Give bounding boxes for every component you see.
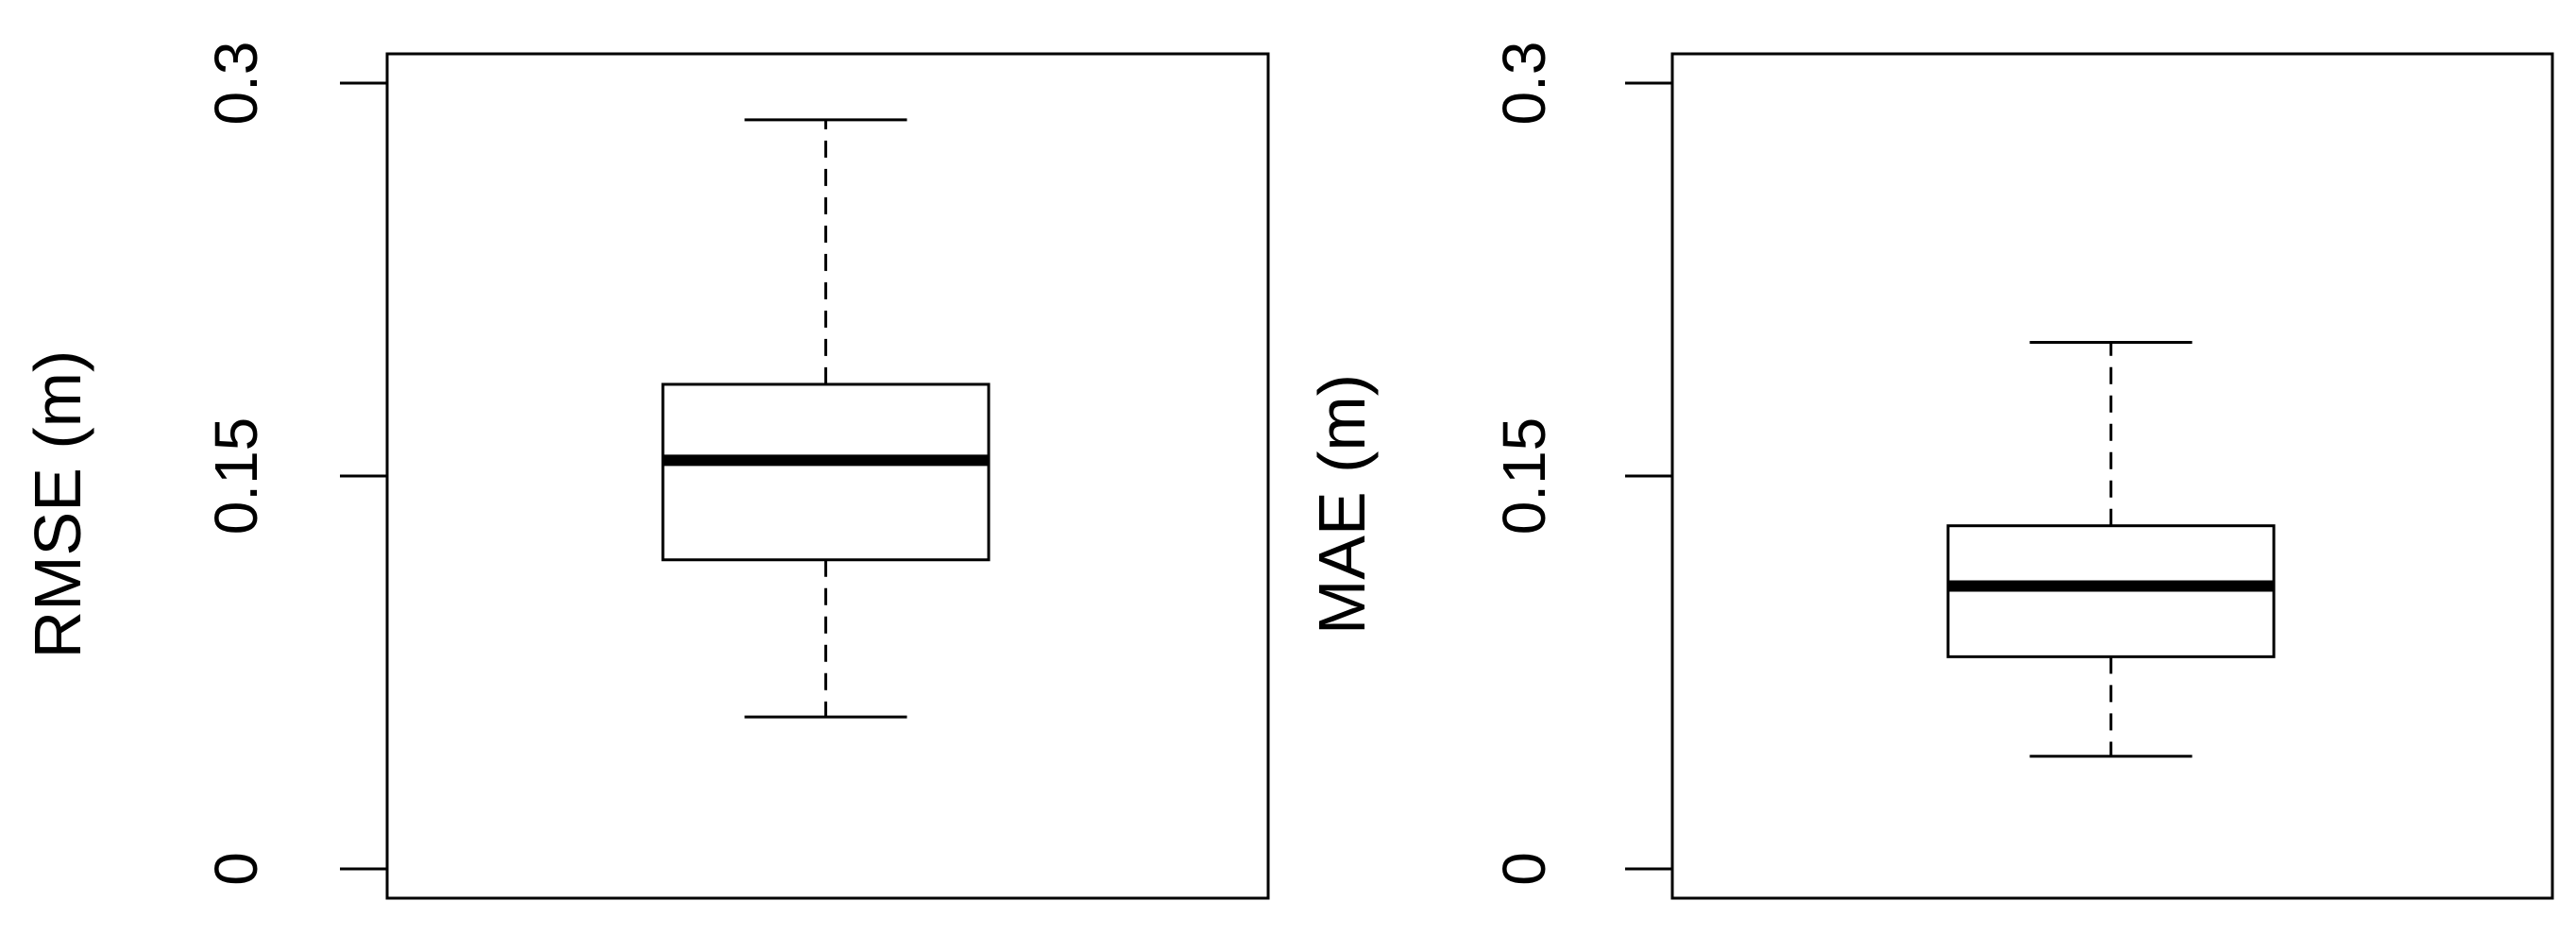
y-tick-label: 0.3: [1490, 42, 1558, 126]
y-axis-title: MAE (m): [1305, 374, 1379, 635]
y-tick-label: 0: [1490, 852, 1558, 886]
y-tick-label: 0.15: [1490, 417, 1558, 536]
y-tick-label: 0: [202, 852, 270, 886]
y-tick-label: 0.3: [202, 42, 270, 126]
y-axis-title: RMSE (m): [21, 350, 94, 659]
plot-frame: [1670, 52, 2554, 900]
iqr-box: [661, 382, 991, 562]
y-tick-label: 0.15: [202, 417, 270, 536]
